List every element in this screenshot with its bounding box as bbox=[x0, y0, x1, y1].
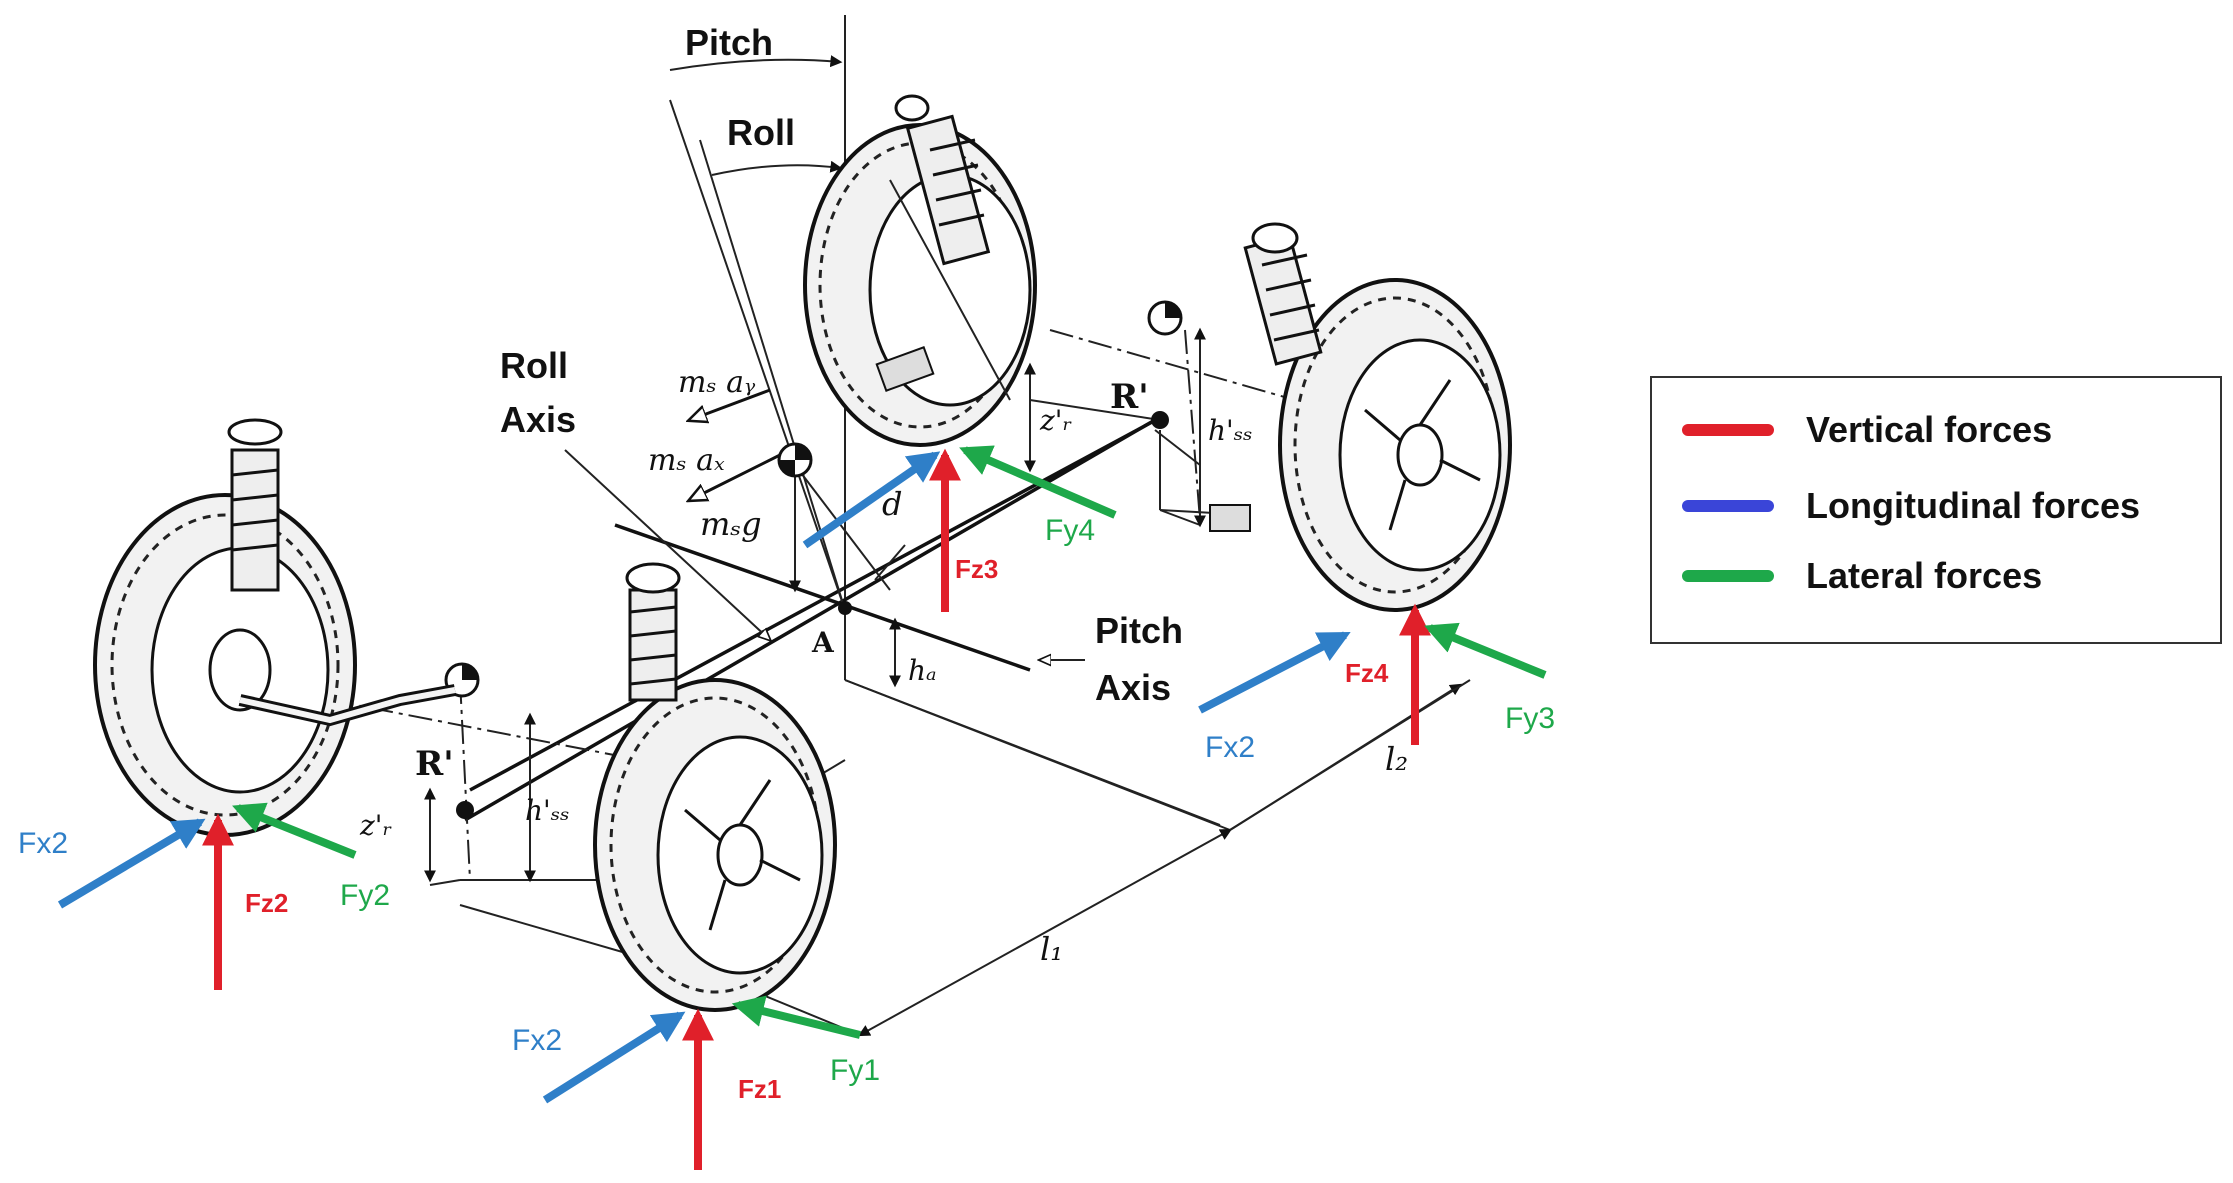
r-prime-rear-label: R' bbox=[1110, 377, 1149, 417]
z-r-front-label: z'ᵣ bbox=[359, 809, 392, 842]
fz2-label: Fz2 bbox=[245, 888, 288, 918]
wheel-rear-right bbox=[1278, 278, 1512, 612]
fx-rear-right-label: Fx2 bbox=[1205, 731, 1255, 764]
fx-front-left-arrow bbox=[57, 818, 206, 909]
legend-label-longitudinal: Longitudinal forces bbox=[1806, 485, 2141, 526]
z-r-rear-label: z'ᵣ bbox=[1039, 404, 1072, 437]
h-ss-rear-label: h'ₛₛ bbox=[1208, 414, 1253, 447]
mass-points bbox=[444, 300, 1183, 819]
roll-axis-label-1: Roll bbox=[500, 345, 568, 386]
mass-g-label: mₛg bbox=[700, 505, 762, 543]
longitudinal-force-arrows bbox=[57, 451, 1351, 1104]
pitch-angle-label: Pitch bbox=[685, 22, 773, 63]
vertical-force-arrows bbox=[202, 448, 1431, 1170]
h-a-label: hₐ bbox=[908, 654, 937, 687]
control-arm-front-left bbox=[238, 684, 457, 727]
wheel-front-left bbox=[93, 493, 357, 837]
roll-axis-label-2: Axis bbox=[500, 399, 576, 440]
legend-swatch-longitudinal bbox=[1682, 500, 1774, 512]
l2-label: l₂ bbox=[1385, 740, 1408, 778]
h-ss-front-label: h'ₛₛ bbox=[525, 794, 570, 827]
legend-item-lateral: Lateral forces bbox=[1682, 546, 2042, 606]
fy1-arrow bbox=[731, 995, 861, 1039]
mass-ax-label: mₛ aₓ bbox=[648, 443, 725, 478]
shock-front-right bbox=[625, 562, 681, 702]
fy2-label: Fy2 bbox=[340, 879, 390, 912]
fy3-label: Fy3 bbox=[1505, 702, 1555, 735]
mass-ay-label: mₛ aᵧ bbox=[678, 365, 756, 400]
fz3-label: Fz3 bbox=[955, 554, 998, 584]
force-labels: Fz1 Fz2 Fz3 Fz4 Fx2 Fx2 Fx2 Fy1 Fy2 Fy3 … bbox=[18, 514, 1555, 1104]
legend-label-vertical: Vertical forces bbox=[1806, 409, 2053, 450]
axis-labels: Roll Axis Pitch Axis bbox=[500, 345, 1183, 708]
inertia-arrows bbox=[690, 388, 781, 500]
fz4-label: Fz4 bbox=[1345, 658, 1389, 688]
lateral-force-arrows bbox=[232, 445, 1547, 1039]
legend-swatch-lateral bbox=[1682, 570, 1774, 582]
roll-angle-label: Roll bbox=[727, 112, 795, 153]
force-legend: Vertical forces Longitudinal forces Late… bbox=[1650, 376, 2222, 644]
fx-rear-left-arrow bbox=[802, 451, 941, 549]
legend-label-lateral: Lateral forces bbox=[1806, 555, 2043, 596]
legend-item-longitudinal: Longitudinal forces bbox=[1682, 476, 2140, 536]
d-label: d bbox=[882, 485, 902, 523]
pitch-axis-label-2: Axis bbox=[1095, 667, 1171, 708]
r-prime-front-label: R' bbox=[415, 744, 454, 784]
shock-front-left bbox=[227, 418, 283, 592]
fy2-arrow bbox=[232, 802, 357, 859]
shock-rear-right bbox=[1209, 222, 1323, 532]
fy3-arrow bbox=[1424, 622, 1547, 679]
dimension-labels: mₛ aᵧ mₛ aₓ mₛg d A hₐ R' R' z'ᵣ z'ᵣ h'ₛ… bbox=[359, 365, 1408, 968]
pitch-axis-label-1: Pitch bbox=[1095, 610, 1183, 651]
shock-rear-left bbox=[894, 94, 991, 266]
fx-front-left-label: Fx2 bbox=[18, 827, 68, 860]
l1-label: l₁ bbox=[1040, 930, 1063, 968]
fx-rear-right-arrow bbox=[1198, 631, 1351, 714]
point-a-label: A bbox=[811, 626, 835, 659]
wheel-rear-left bbox=[803, 123, 1037, 447]
fy1-label: Fy1 bbox=[830, 1054, 880, 1087]
angle-labels: Pitch Roll bbox=[685, 22, 795, 153]
fz1-label: Fz1 bbox=[738, 1074, 781, 1104]
fy4-arrow bbox=[959, 445, 1117, 519]
fx-front-right-label: Fx2 bbox=[512, 1024, 562, 1057]
legend-swatch-vertical bbox=[1682, 424, 1774, 436]
fy4-label: Fy4 bbox=[1045, 514, 1095, 547]
legend-item-vertical: Vertical forces bbox=[1682, 400, 2052, 460]
chassis-lines bbox=[329, 15, 1471, 1037]
fx-front-right-arrow bbox=[542, 1011, 686, 1104]
wheel-front-right bbox=[593, 678, 837, 1012]
